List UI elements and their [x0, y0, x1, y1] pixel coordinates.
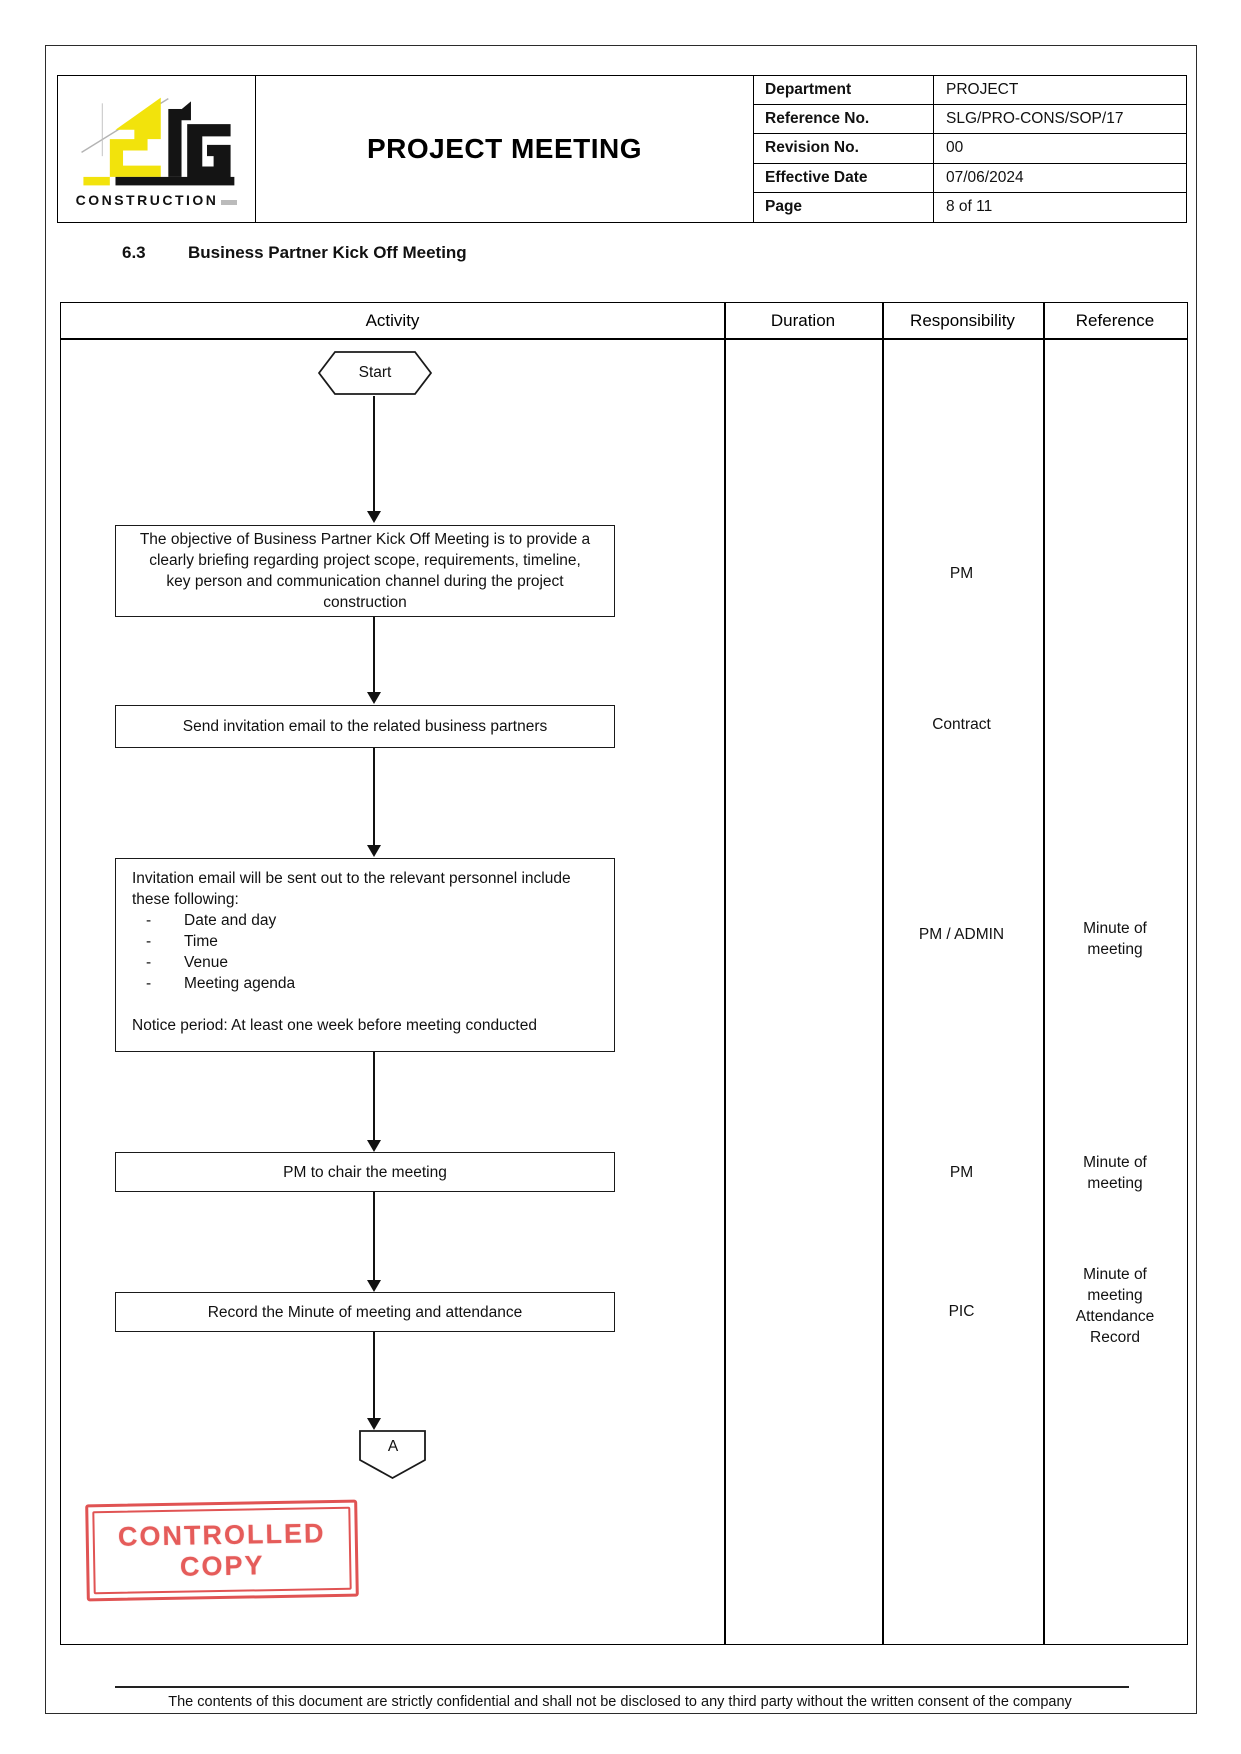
bullet-text: Venue: [184, 954, 228, 971]
reference-value: Minute of meeting: [1083, 1154, 1147, 1192]
flow-box-send-invitation: Send invitation email to the related bus…: [115, 705, 615, 748]
info-label-page: Page: [754, 192, 934, 222]
offpage-connector-a: A: [359, 1430, 427, 1480]
flow-box-invitation-details: Invitation email will be sent out to the…: [115, 858, 615, 1052]
flow-box-chair-meeting: PM to chair the meeting: [115, 1152, 615, 1192]
flowchart-table: Activity Duration Responsibility Referen…: [60, 302, 1188, 1645]
column-header-duration: Duration: [770, 311, 836, 330]
flow-arrow-icon: [366, 396, 382, 523]
page-border: [45, 45, 1197, 1714]
column-header-reference: Reference: [1075, 311, 1155, 330]
bullet-item: - Meeting agenda: [132, 973, 598, 994]
flow-box-text: Record the Minute of meeting and attenda…: [207, 1303, 523, 1321]
info-value-reference-no: SLG/PRO-CONS/SOP/17: [946, 110, 1124, 128]
info-label-reference-no: Reference No.: [754, 105, 934, 134]
flow-box-record-minutes: Record the Minute of meeting and attenda…: [115, 1292, 615, 1332]
bullet-marker: -: [146, 975, 152, 992]
flow-box-objective: The objective of Business Partner Kick O…: [115, 525, 615, 617]
flow-arrow-icon: [366, 748, 382, 857]
info-label-revision-no: Revision No.: [754, 134, 934, 163]
bullet-marker: -: [146, 933, 152, 950]
footer-confidentiality-text: The contents of this document are strict…: [168, 1694, 1072, 1710]
flow-arrow-icon: [366, 617, 382, 704]
document-header: CONSTRUCTION PROJECT MEETING Department …: [57, 75, 1187, 223]
stamp-inner-border: CONTROLLED COPY: [92, 1506, 352, 1595]
bullet-item: - Date and day: [132, 910, 598, 931]
pentagon-shape-icon: [359, 1430, 426, 1480]
bullet-text: Time: [184, 933, 218, 950]
column-header-responsibility: Responsibility: [910, 311, 1015, 330]
flow-arrow-icon: [366, 1332, 382, 1430]
start-label: Start: [358, 364, 392, 381]
stamp-text-line1: CONTROLLED: [117, 1518, 326, 1553]
start-terminator: Start: [317, 351, 433, 395]
header-info-table: Department PROJECT Reference No. SLG/PRO…: [754, 76, 1186, 222]
flow-box-text: Send invitation email to the related bus…: [182, 718, 548, 735]
header-info-row: Page 8 of 11: [754, 192, 1186, 222]
connector-label: A: [387, 1438, 399, 1455]
flow-box-intro: Invitation email will be sent out to the…: [132, 870, 571, 908]
footer-divider: [115, 1686, 1129, 1688]
info-label-department: Department: [754, 76, 934, 105]
logo-registration-mark: [221, 200, 238, 205]
reference-value: Minute of meeting: [1083, 920, 1147, 958]
header-info-row: Department PROJECT: [754, 76, 1186, 106]
responsibility-value: Contract: [932, 716, 991, 733]
logo-tagline: CONSTRUCTION: [75, 192, 219, 208]
flow-arrow-icon: [366, 1052, 382, 1152]
info-value-department: PROJECT: [946, 81, 1019, 99]
notice-period-text: Notice period: At least one week before …: [132, 1017, 537, 1034]
controlled-copy-stamp: CONTROLLED COPY: [85, 1499, 359, 1602]
info-value-effective-date: 07/06/2024: [946, 168, 1024, 186]
header-info-row: Reference No. SLG/PRO-CONS/SOP/17: [754, 105, 1186, 135]
bullet-marker: -: [146, 912, 152, 929]
document-title-cell: PROJECT MEETING: [256, 76, 754, 222]
header-info-row: Revision No. 00: [754, 134, 1186, 164]
info-value-page: 8 of 11: [946, 198, 993, 216]
bullet-marker: -: [146, 954, 152, 971]
reference-value: Minute of meeting Attendance Record: [1075, 1266, 1155, 1346]
section-number: 6.3: [122, 243, 146, 262]
responsibility-value: PIC: [948, 1303, 975, 1320]
info-value-revision-no: 00: [946, 139, 964, 157]
header-row-divider: [61, 338, 1187, 340]
flow-box-text: PM to chair the meeting: [283, 1163, 447, 1181]
column-header-activity: Activity: [365, 311, 420, 330]
document-title: PROJECT MEETING: [366, 133, 643, 164]
bullet-item: - Venue: [132, 952, 598, 973]
flow-arrow-icon: [366, 1192, 382, 1292]
responsibility-value: PM: [949, 565, 974, 582]
flow-box-text: The objective of Business Partner Kick O…: [139, 531, 591, 611]
responsibility-value: PM: [949, 1164, 974, 1181]
slg-logo-icon: [80, 97, 234, 186]
section-title: Business Partner Kick Off Meeting: [188, 243, 467, 262]
column-divider: [1043, 303, 1045, 1644]
bullet-text: Date and day: [184, 912, 277, 929]
bullet-text: Meeting agenda: [184, 975, 296, 992]
bullet-item: - Time: [132, 931, 598, 952]
header-info-row: Effective Date 07/06/2024: [754, 163, 1186, 193]
stamp-text-line2: COPY: [179, 1549, 265, 1582]
column-divider: [882, 303, 884, 1644]
company-logo: CONSTRUCTION: [58, 76, 256, 222]
responsibility-value: PM / ADMIN: [918, 926, 1005, 943]
column-divider: [724, 303, 726, 1644]
hexagon-shape-icon: [317, 351, 433, 395]
info-label-effective-date: Effective Date: [754, 163, 934, 192]
